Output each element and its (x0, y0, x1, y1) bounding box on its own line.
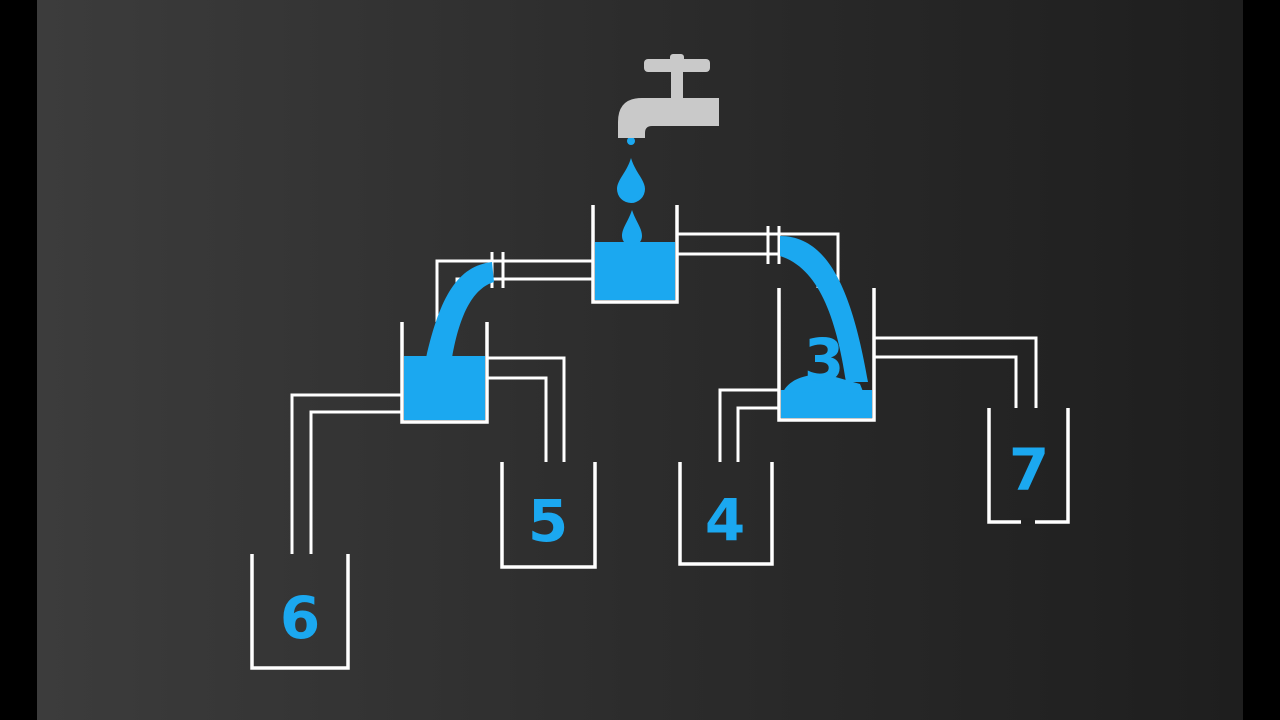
faucet-icon (618, 54, 719, 138)
container-label-7: 7 (1009, 436, 1049, 504)
water-stream-right (780, 236, 868, 382)
container-4 (678, 462, 774, 566)
container-top (591, 205, 679, 304)
water-fill-top (595, 242, 675, 300)
water-drip-tip (627, 137, 635, 145)
container-5 (500, 462, 597, 569)
pipe-left-to-6 (290, 393, 402, 554)
container-label-6: 6 (280, 584, 320, 652)
pipe-left-to-5 (487, 356, 566, 462)
container-left-middle (400, 322, 489, 424)
pipe-right-to-4 (718, 388, 779, 462)
water-fill-right-middle (781, 390, 872, 418)
water-stream-left (426, 262, 494, 358)
water-splash-right (783, 374, 864, 394)
water-drop-falling (617, 158, 645, 203)
water-fill-left-middle (404, 356, 485, 420)
container-label-5: 5 (528, 487, 568, 555)
container-label-right-middle: 3 (804, 326, 844, 394)
container-6 (250, 554, 350, 670)
container-label-4: 4 (705, 486, 745, 554)
container-right-middle (777, 288, 876, 422)
container-7-gap (1021, 518, 1035, 526)
pipe-right-to-7 (874, 336, 1038, 408)
water-drop-landing (622, 210, 642, 246)
